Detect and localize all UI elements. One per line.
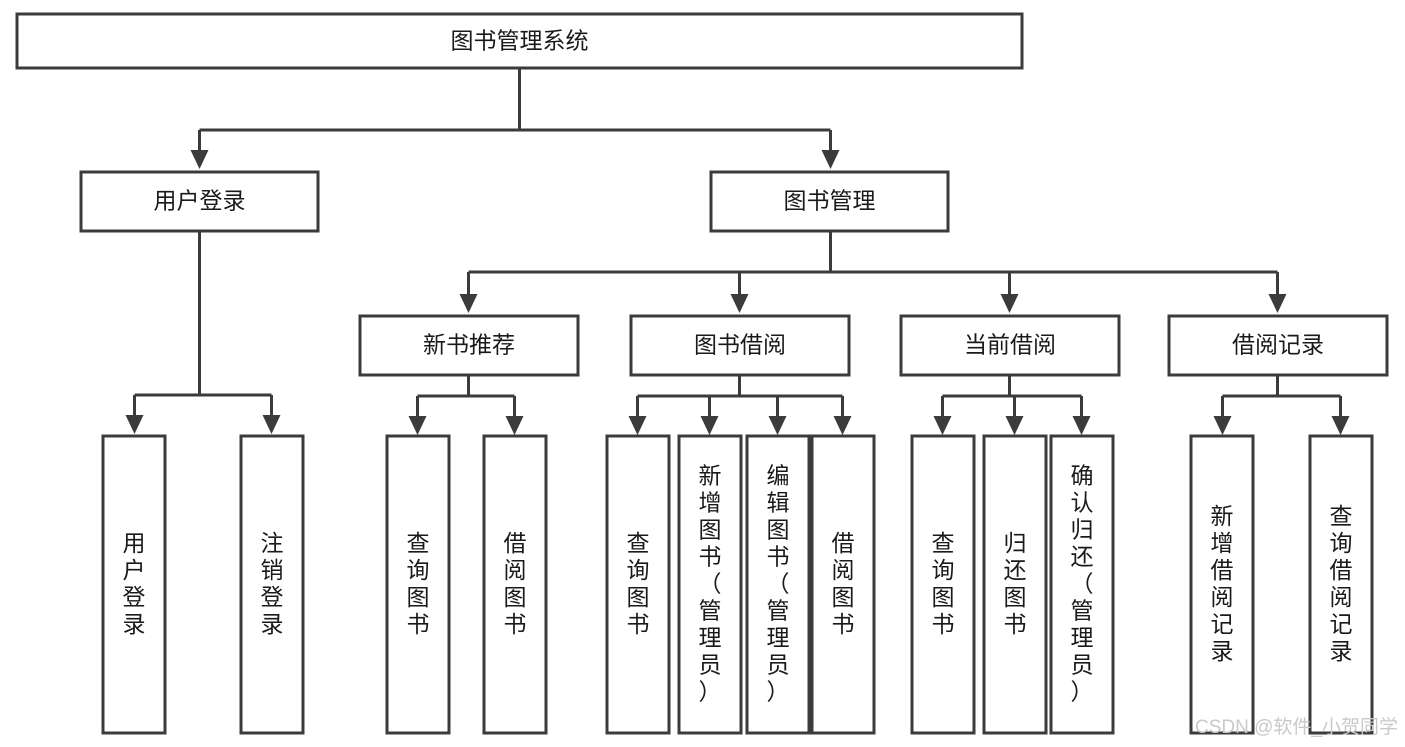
- node-leaf-query-book-3[interactable]: 查询图书: [910, 434, 976, 735]
- arrow-leaf-query-book-2-icon: [628, 416, 647, 435]
- node-leaf-query-book-1-box[interactable]: [385, 434, 451, 735]
- arrow-leaf-add-borrow-record-icon: [1213, 416, 1232, 435]
- node-new-book-recommend[interactable]: 新书推荐: [358, 314, 580, 377]
- node-leaf-add-book-label: 新增图书（管理员）: [699, 463, 722, 705]
- node-leaf-borrow-book-2-label: 借阅图书: [832, 530, 855, 637]
- node-book-management-label: 图书管理: [784, 188, 876, 214]
- node-leaf-logout-login[interactable]: 注销登录: [239, 434, 305, 735]
- node-leaf-query-book-2[interactable]: 查询图书: [605, 434, 671, 735]
- node-leaf-query-book-1-label: 查询图书: [407, 530, 430, 637]
- node-leaf-borrow-book-2[interactable]: 借阅图书: [810, 434, 876, 735]
- node-user-login[interactable]: 用户登录: [79, 170, 320, 233]
- node-root-box[interactable]: [15, 12, 1024, 70]
- node-leaf-add-borrow-record[interactable]: 新增借阅记录: [1189, 434, 1255, 735]
- node-leaf-query-borrow-record[interactable]: 查询借阅记录: [1308, 434, 1374, 735]
- node-current-borrow-box[interactable]: [899, 314, 1121, 377]
- node-leaf-query-book-3-box[interactable]: [910, 434, 976, 735]
- node-borrow-record-label: 借阅记录: [1232, 332, 1324, 358]
- node-leaf-edit-book[interactable]: 编辑图书（管理员）: [745, 434, 811, 735]
- node-user-login-box[interactable]: [79, 170, 320, 233]
- node-new-book-recommend-box[interactable]: [358, 314, 580, 377]
- node-leaf-query-book-2-box[interactable]: [605, 434, 671, 735]
- node-leaf-return-book[interactable]: 归还图书: [982, 434, 1048, 735]
- arrow-leaf-return-book-icon: [1005, 416, 1024, 435]
- node-book-management-box[interactable]: [709, 170, 950, 233]
- arrow-leaf-borrow-book-1-icon: [505, 416, 524, 435]
- node-leaf-add-book[interactable]: 新增图书（管理员）: [677, 434, 743, 735]
- node-leaf-add-book-box[interactable]: [677, 434, 743, 735]
- arrow-to-book-management-icon: [821, 150, 840, 169]
- node-leaf-edit-book-box[interactable]: [745, 434, 811, 735]
- arrow-to-current-borrow-icon: [1000, 294, 1019, 313]
- node-leaf-user-login[interactable]: 用户登录: [101, 434, 167, 735]
- arrow-to-book-borrow-icon: [730, 294, 749, 313]
- node-root-label: 图书管理系统: [451, 28, 589, 54]
- node-leaf-query-borrow-record-label: 查询借阅记录: [1330, 503, 1353, 664]
- connector-layer: [125, 68, 1350, 435]
- node-leaf-borrow-book-1-label: 借阅图书: [504, 530, 527, 637]
- arrow-leaf-query-book-3-icon: [933, 416, 952, 435]
- node-borrow-record-box[interactable]: [1167, 314, 1389, 377]
- node-user-login-label: 用户登录: [154, 188, 246, 214]
- arrow-to-user-login-icon: [190, 150, 209, 169]
- arrow-leaf-query-book-1-icon: [408, 416, 427, 435]
- node-leaf-edit-book-label: 编辑图书（管理员）: [767, 463, 790, 705]
- arrow-leaf-query-borrow-record-icon: [1331, 416, 1350, 435]
- node-current-borrow-label: 当前借阅: [964, 332, 1056, 358]
- node-root[interactable]: 图书管理系统: [15, 12, 1024, 70]
- node-new-book-recommend-label: 新书推荐: [423, 332, 515, 358]
- arrow-leaf-borrow-book-2-icon: [833, 416, 852, 435]
- node-leaf-user-login-label: 用户登录: [123, 530, 146, 637]
- node-leaf-borrow-book-1-box[interactable]: [482, 434, 548, 735]
- arrow-leaf-logout-login-icon: [262, 415, 281, 434]
- arrow-to-borrow-record-icon: [1268, 294, 1287, 313]
- node-leaf-return-book-box[interactable]: [982, 434, 1048, 735]
- node-book-borrow-label: 图书借阅: [694, 332, 786, 358]
- node-leaf-add-borrow-record-box[interactable]: [1189, 434, 1255, 735]
- node-book-borrow[interactable]: 图书借阅: [629, 314, 851, 377]
- node-borrow-record[interactable]: 借阅记录: [1167, 314, 1389, 377]
- node-book-management[interactable]: 图书管理: [709, 170, 950, 233]
- node-leaf-confirm-return[interactable]: 确认归还（管理员）: [1049, 434, 1115, 735]
- node-leaf-logout-login-box[interactable]: [239, 434, 305, 735]
- node-leaf-confirm-return-box[interactable]: [1049, 434, 1115, 735]
- node-leaf-user-login-box[interactable]: [101, 434, 167, 735]
- node-leaf-query-book-3-label: 查询图书: [932, 530, 955, 637]
- watermark-label: CSDN @软件_小贺同学: [1195, 716, 1398, 738]
- arrow-leaf-add-book-icon: [700, 416, 719, 435]
- node-leaf-borrow-book-1[interactable]: 借阅图书: [482, 434, 548, 735]
- arrow-to-new-book-icon: [459, 294, 478, 313]
- arrow-leaf-user-login-icon: [125, 415, 144, 434]
- node-leaf-query-borrow-record-box[interactable]: [1308, 434, 1374, 735]
- node-book-borrow-box[interactable]: [629, 314, 851, 377]
- node-leaf-logout-login-label: 注销登录: [261, 530, 284, 637]
- node-leaf-confirm-return-label: 确认归还（管理员）: [1071, 463, 1094, 705]
- node-leaf-query-book-2-label: 查询图书: [627, 530, 650, 637]
- arrow-leaf-confirm-return-icon: [1072, 416, 1091, 435]
- node-current-borrow[interactable]: 当前借阅: [899, 314, 1121, 377]
- node-leaf-query-book-1[interactable]: 查询图书: [385, 434, 451, 735]
- node-leaf-borrow-book-2-box[interactable]: [810, 434, 876, 735]
- arrow-leaf-edit-book-icon: [768, 416, 787, 435]
- node-leaf-return-book-label: 归还图书: [1004, 530, 1027, 637]
- node-leaf-add-borrow-record-label: 新增借阅记录: [1211, 503, 1234, 664]
